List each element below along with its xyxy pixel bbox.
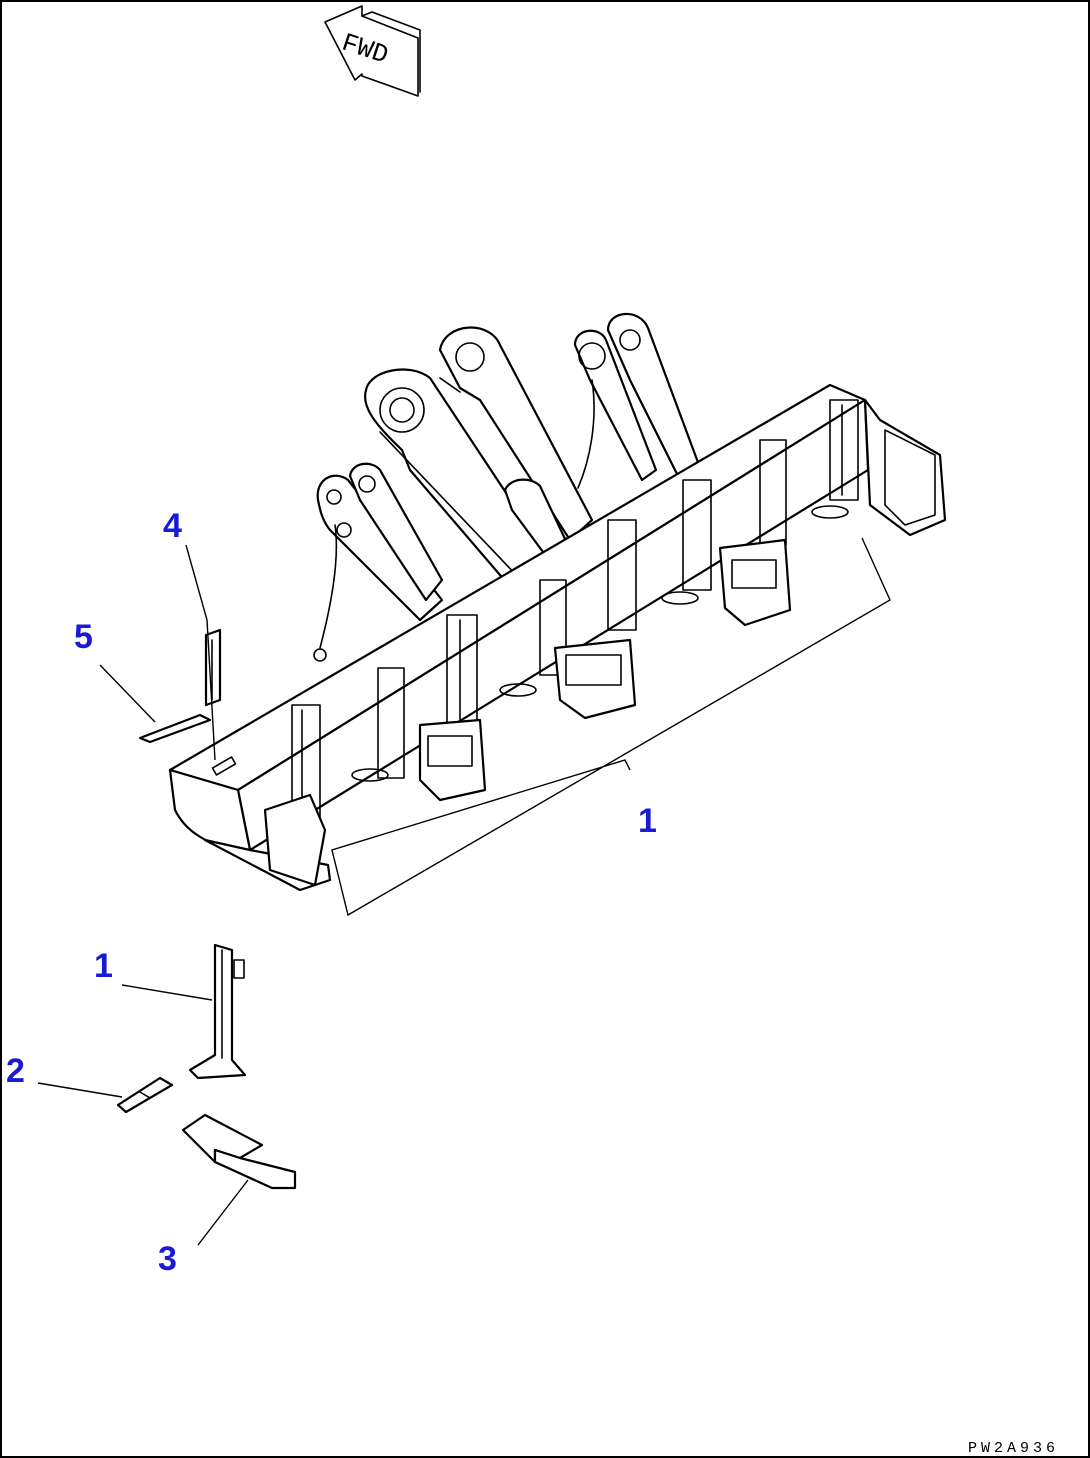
part-5-wedge <box>138 713 212 744</box>
part-3-pad <box>181 1113 297 1190</box>
callout-4: 4 <box>163 507 182 545</box>
part-4-plate <box>204 628 222 707</box>
callout-1-exploded: 1 <box>94 947 113 985</box>
fwd-arrow: FWD <box>324 5 421 97</box>
track-frame-assembly <box>168 312 947 892</box>
leader-lines <box>37 537 891 1246</box>
part-2-wedge <box>116 1076 174 1114</box>
part-1-bracket <box>188 943 247 1080</box>
callout-3: 3 <box>158 1240 177 1278</box>
callout-5: 5 <box>74 618 93 656</box>
drawing-code: PW2A936 <box>968 1440 1059 1457</box>
callout-1-main: 1 <box>638 802 657 840</box>
callout-2: 2 <box>6 1052 25 1090</box>
